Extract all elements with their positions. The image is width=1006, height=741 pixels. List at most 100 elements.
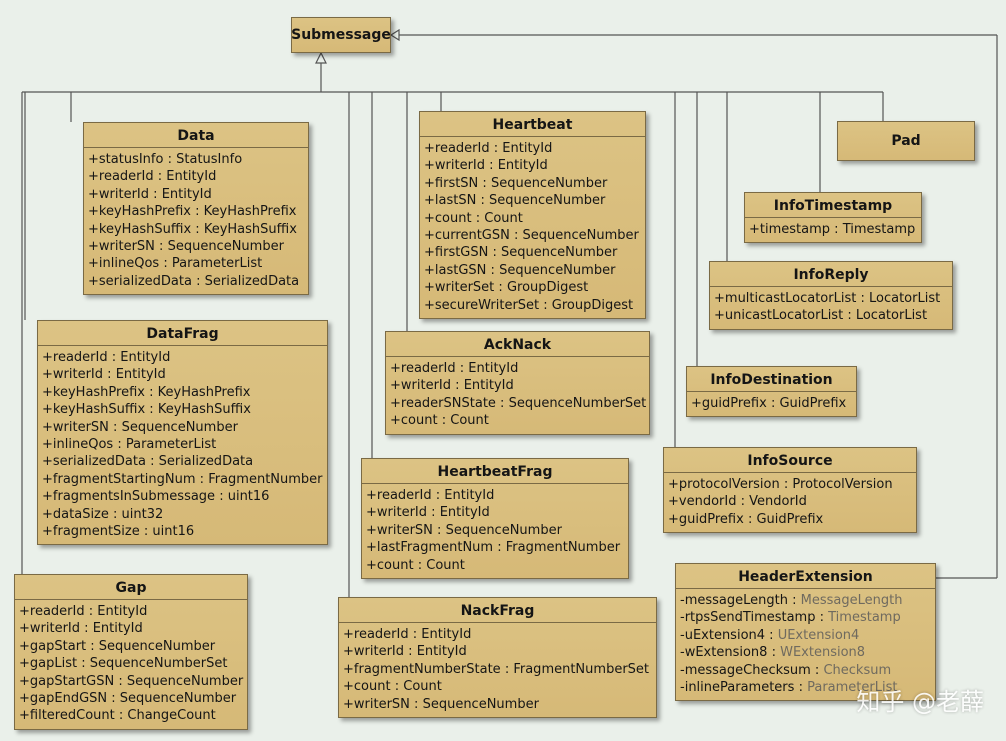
class-data: Data+statusInfo : StatusInfo+readerId : …: [83, 122, 309, 296]
attribute-separator: :: [476, 193, 489, 209]
attribute: +currentGSN : SequenceNumber: [424, 227, 641, 244]
attribute-name: count: [434, 210, 472, 226]
attribute-name: protocolVersion: [678, 477, 780, 492]
attribute-name: inlineQos: [98, 256, 160, 272]
attribute-separator: :: [856, 291, 869, 306]
attribute: +serializedData : SerializedData: [88, 273, 304, 290]
attribute-separator: :: [431, 488, 445, 503]
attribute-separator: :: [191, 273, 205, 289]
attribute-type: SequenceNumber: [445, 522, 562, 538]
attribute-type: EntityId: [497, 158, 548, 174]
attribute-separator: :: [488, 245, 502, 261]
attribute: -uExtension4 : UExtension4: [680, 627, 931, 644]
attribute: +writerId : EntityId: [390, 377, 645, 394]
attribute: +keyHashPrefix : KeyHashPrefix: [42, 384, 323, 401]
watermark: 知乎 @老薛: [856, 688, 984, 716]
attribute-visibility: +: [390, 361, 401, 376]
attribute-name: writerId: [29, 621, 81, 637]
attribute-visibility: +: [88, 186, 99, 202]
attribute-type: SequenceNumber: [119, 691, 237, 707]
attribute: +writerId : EntityId: [366, 504, 624, 521]
attribute: +lastSN : SequenceNumber: [424, 192, 641, 209]
attribute-visibility: +: [691, 396, 702, 411]
attribute: +lastFragmentNum : FragmentNumber: [366, 539, 624, 556]
attribute-visibility: +: [42, 437, 53, 453]
attribute-list: +multicastLocatorList : LocatorList+unic…: [710, 287, 952, 329]
attribute-type: Count: [484, 210, 523, 226]
attribute: +fragmentSize : uint16: [42, 523, 323, 540]
attribute-name: writerId: [353, 644, 405, 660]
attribute-visibility: -: [680, 662, 685, 678]
attribute-visibility: +: [714, 308, 725, 324]
attribute-type: Checksum: [823, 662, 892, 678]
attribute-visibility: +: [88, 204, 99, 220]
attribute-name: firstGSN: [434, 245, 489, 261]
class-heartbeatfrag: HeartbeatFrag+readerId : EntityId+writer…: [361, 458, 629, 580]
class-name: Submessage: [291, 27, 391, 43]
attribute-type: EntityId: [439, 505, 490, 521]
class-submessage: Submessage: [291, 17, 391, 53]
attribute-separator: :: [153, 169, 167, 185]
attribute-visibility: +: [88, 221, 99, 237]
attribute-type: Count: [426, 557, 465, 573]
class-name: Data: [84, 123, 308, 148]
attribute-type: EntityId: [468, 361, 519, 376]
attribute-visibility: +: [19, 638, 30, 654]
attribute-list: +protocolVersion : ProtocolVersion+vendo…: [664, 473, 916, 532]
attribute-type: SequenceNumber: [422, 696, 539, 712]
attribute-separator: :: [195, 471, 209, 487]
attribute: +writerId : EntityId: [42, 366, 323, 383]
attribute-type: GroupDigest: [551, 297, 634, 313]
attribute-name: writerSN: [353, 696, 410, 712]
attribute-visibility: +: [343, 661, 354, 677]
attribute-type: ParameterList: [807, 680, 898, 696]
attribute-name: readerId: [98, 169, 154, 185]
attribute: +gapStart : SequenceNumber: [19, 638, 243, 655]
attribute-name: count: [400, 413, 438, 429]
attribute: +keyHashSuffix : KeyHashSuffix: [42, 401, 323, 418]
attribute-visibility: +: [424, 193, 435, 209]
attribute-list: +guidPrefix : GuidPrefix: [687, 392, 856, 416]
attribute-type: SequenceNumber: [522, 228, 639, 244]
attribute-name: vendorId: [678, 494, 737, 510]
attribute-type: Timestamp: [828, 610, 901, 626]
attribute-name: dataSize: [52, 506, 109, 522]
attribute-separator: :: [413, 557, 427, 573]
attribute-name: fragmentNumberState: [353, 661, 501, 677]
attribute-visibility: +: [19, 673, 30, 689]
attribute-visibility: +: [668, 477, 679, 492]
attribute-name: readerId: [376, 488, 432, 503]
attribute-visibility: +: [749, 222, 760, 237]
attribute: +firstGSN : SequenceNumber: [424, 244, 641, 261]
attribute-name: gapStartGSN: [29, 673, 115, 689]
attribute: +secureWriterSet : GroupDigest: [424, 297, 641, 314]
attribute: +writerSN : SequenceNumber: [42, 419, 323, 436]
attribute-separator: :: [500, 661, 514, 677]
attribute-type: Count: [450, 413, 489, 429]
attribute-visibility: +: [366, 488, 377, 503]
attribute-visibility: +: [343, 679, 354, 695]
attribute-separator: :: [145, 454, 159, 470]
attribute-type: EntityId: [444, 488, 495, 503]
attribute: +timestamp : Timestamp: [749, 221, 917, 238]
attribute-type: EntityId: [97, 604, 148, 619]
attribute: +writerSN : SequenceNumber: [88, 238, 304, 255]
attribute-separator: :: [108, 419, 122, 435]
attribute: +readerId : EntityId: [343, 626, 652, 643]
attribute: +readerSNState : SequenceNumberSet: [390, 395, 646, 412]
attribute-separator: :: [191, 221, 204, 237]
attribute-separator: :: [455, 361, 469, 376]
attribute-separator: :: [486, 262, 500, 278]
attribute-type: SequenceNumber: [490, 175, 608, 191]
attribute: -rtpsSendTimestamp : Timestamp: [680, 609, 931, 626]
attribute-separator: :: [103, 367, 116, 383]
class-headerextension: HeaderExtension-messageLength : MessageL…: [675, 563, 936, 702]
attribute-visibility: -: [680, 680, 685, 696]
attribute-name: writerId: [376, 505, 428, 521]
attribute-visibility: +: [424, 175, 435, 191]
attribute-type: SequenceNumber: [489, 193, 606, 209]
attribute-separator: :: [84, 604, 98, 619]
attribute: -inlineParameters : ParameterList: [680, 679, 931, 696]
attribute-visibility: +: [366, 505, 377, 521]
